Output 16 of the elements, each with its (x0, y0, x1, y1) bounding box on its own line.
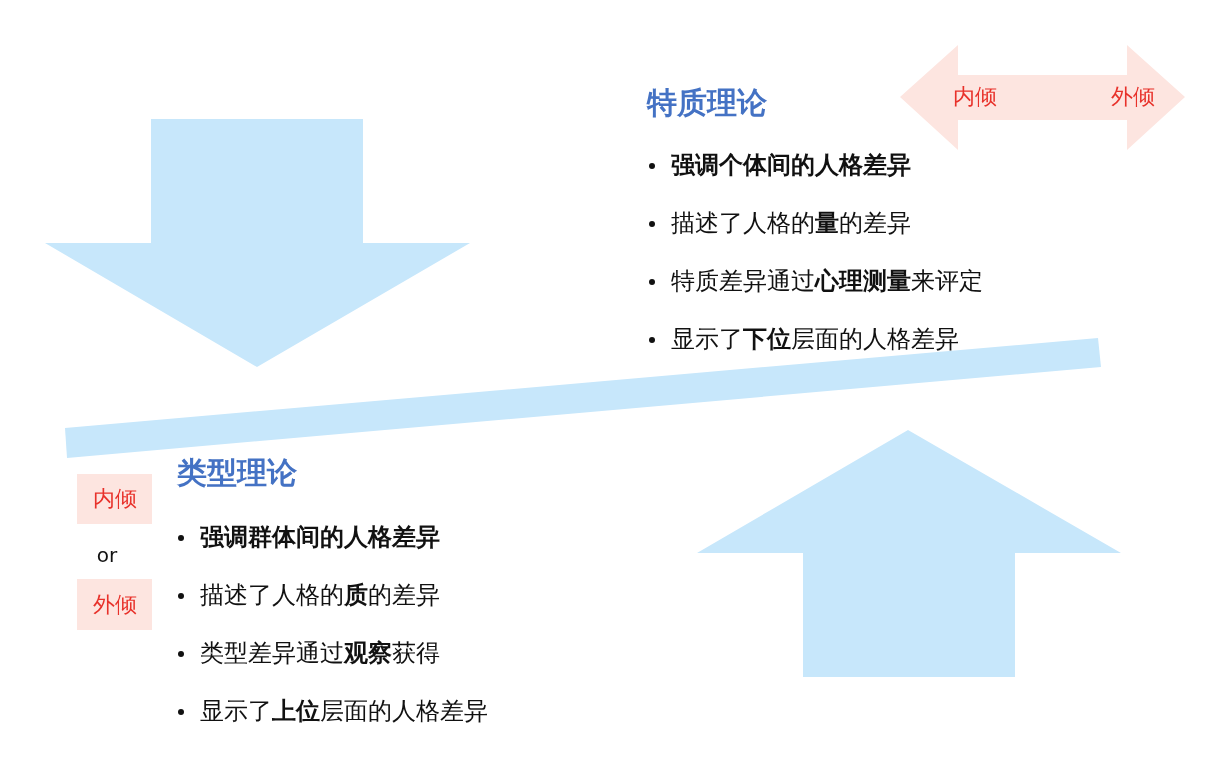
connector-word: or (96, 543, 118, 567)
bullet-text: 类型差异通过观察获得 (200, 638, 440, 668)
label-box: 内倾 (77, 474, 152, 524)
heading: 类型理论 (177, 455, 297, 491)
heading: 特质理论 (647, 85, 767, 121)
arrow-label: 内倾 (953, 83, 997, 111)
bullet-text: 描述了人格的质的差异 (200, 580, 440, 610)
arrow-label: 外倾 (1111, 83, 1155, 111)
bullet-text: 显示了下位层面的人格差异 (671, 324, 959, 354)
double-arrow (900, 45, 1185, 150)
bullet-text: 强调群体间的人格差异 (200, 522, 440, 552)
bullet-text: 描述了人格的量的差异 (671, 208, 911, 238)
label-box: 外倾 (77, 579, 152, 630)
bullet-text: 强调个体间的人格差异 (671, 150, 911, 180)
bullet-text: 显示了上位层面的人格差异 (200, 696, 488, 726)
bullet-text: 特质差异通过心理测量来评定 (671, 266, 983, 296)
